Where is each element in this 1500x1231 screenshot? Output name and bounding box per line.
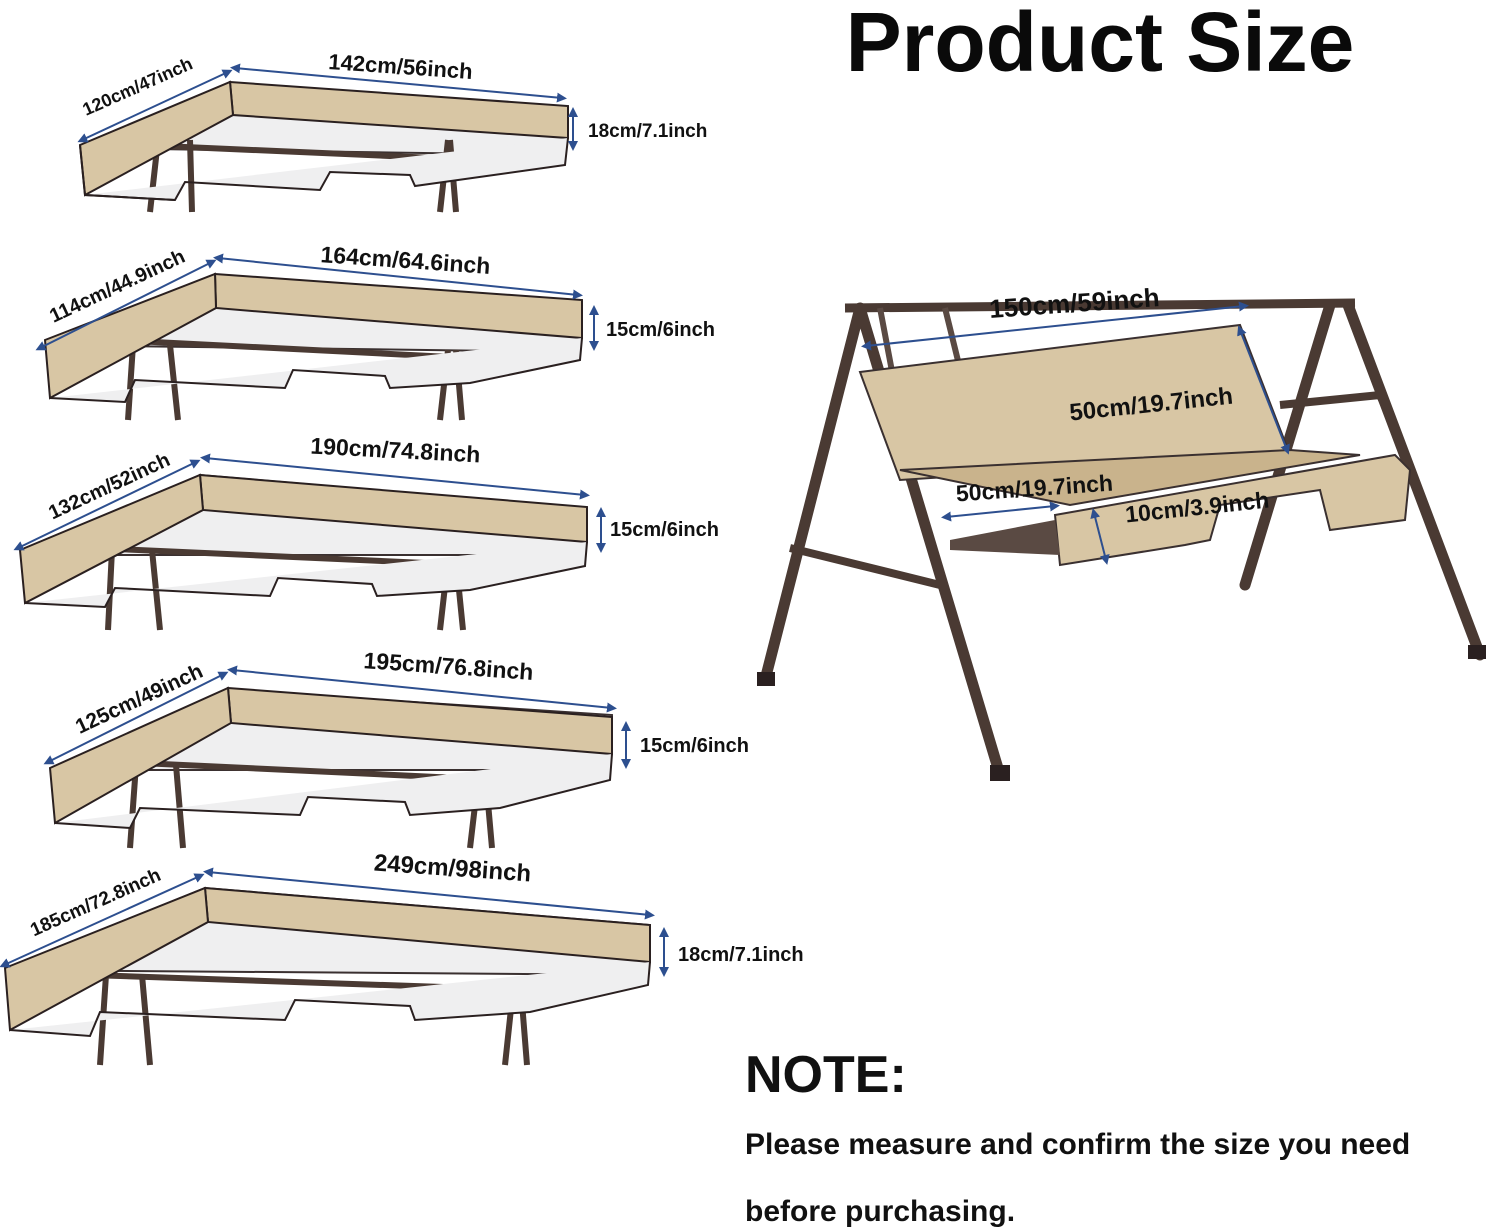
canopy-1-width-arrow	[77, 69, 233, 143]
canopy-1-illustration	[78, 80, 570, 213]
canopy-2-length-label: 164cm/64.6inch	[320, 241, 491, 279]
note-heading: NOTE:	[745, 1046, 907, 1104]
canopy-4-length-arrow	[227, 665, 617, 713]
canopy-2-height-label: 15cm/6inch	[606, 319, 715, 341]
page-title: Product Size	[845, 0, 1355, 89]
canopy-4-width-arrow	[43, 671, 229, 765]
canopy-5: 249cm/98inch 185cm/72.8inch 18cm/7.1inch	[0, 850, 804, 1066]
canopy-4: 195cm/76.8inch 125cm/49inch 15cm/6inch	[43, 647, 749, 849]
canopy-4-length-label: 195cm/76.8inch	[363, 647, 534, 685]
canopy-5-width-arrow	[0, 873, 205, 968]
swing-with-cushion: 150cm/59inch 50cm/19.7inch 50cm/19.7inch…	[757, 282, 1486, 781]
cushion-length-arrow	[861, 301, 1249, 351]
canopy-5-height-label: 18cm/7.1inch	[678, 944, 804, 966]
cushion-back-height-arrow	[1237, 325, 1290, 455]
canopy-3: 190cm/74.8inch 132cm/52inch 15cm/6inch	[13, 433, 719, 631]
cushion-seat-depth-arrow	[941, 501, 1060, 522]
canopy-3-length-label: 190cm/74.8inch	[310, 433, 481, 468]
canopy-2-width-arrow	[35, 259, 217, 351]
canopy-5-length-arrow	[203, 867, 655, 920]
note-line-2: before purchasing.	[745, 1195, 1016, 1228]
canopy-5-illustration	[3, 886, 652, 1066]
swing-illustration	[757, 298, 1486, 781]
canopy-2: 164cm/64.6inch 114cm/44.9inch 15cm/6inch	[35, 241, 715, 421]
canopy-3-width-arrow	[13, 459, 201, 551]
canopy-3-length-arrow	[200, 453, 590, 500]
canopy-5-length-label: 249cm/98inch	[373, 850, 532, 888]
canopy-2-illustration	[43, 272, 584, 421]
canopy-3-height-label: 15cm/6inch	[610, 519, 719, 541]
cushion-thickness-arrow	[1090, 508, 1110, 565]
canopy-1-length-arrow	[230, 63, 567, 103]
canopy-4-height-label: 15cm/6inch	[640, 735, 749, 757]
canopy-1-height-label: 18cm/7.1inch	[588, 121, 707, 142]
note-line-1: Please measure and confirm the size you …	[745, 1128, 1411, 1161]
canopy-1: 142cm/56inch 120cm/47inch 18cm/7.1inch	[77, 49, 707, 213]
canopy-2-length-arrow	[213, 253, 583, 300]
